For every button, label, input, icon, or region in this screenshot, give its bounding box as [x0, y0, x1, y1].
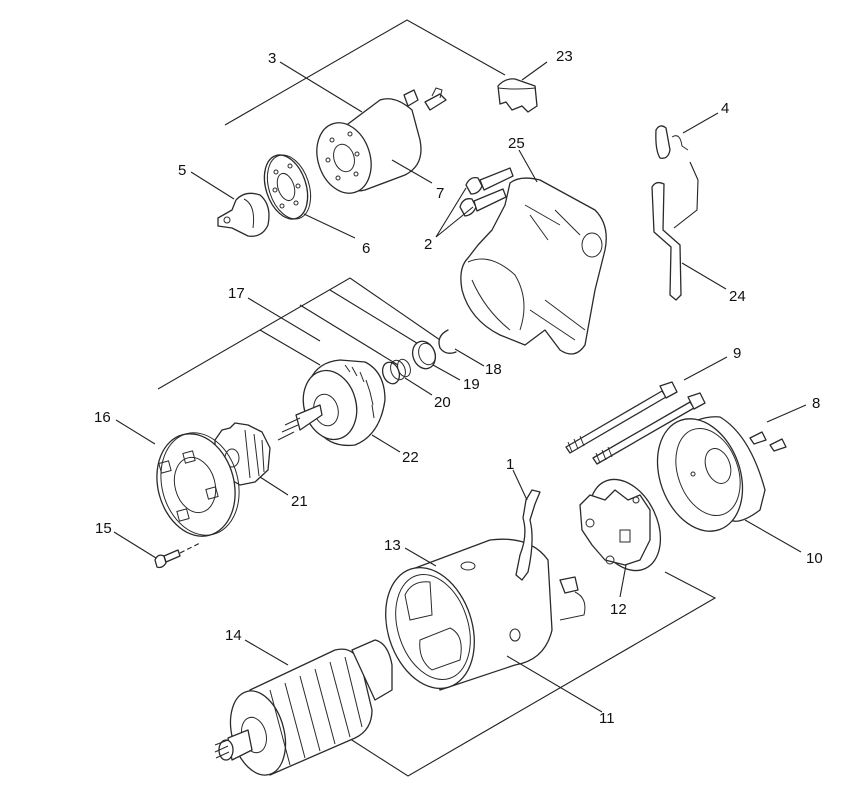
leader-5	[190, 171, 235, 200]
leader-4	[682, 112, 719, 134]
part-9-through-bolts	[565, 381, 706, 465]
part-25-drive-housing	[460, 177, 607, 355]
part-13-yoke	[385, 489, 586, 691]
leader-1	[512, 469, 528, 501]
leader-8	[766, 404, 807, 423]
callout-9: 9	[733, 345, 741, 362]
leader-20	[404, 377, 433, 396]
leader-23	[521, 61, 548, 81]
callout-15: 15	[95, 520, 112, 537]
leader-14	[244, 639, 289, 666]
callout-20: 20	[434, 394, 451, 411]
leader-11	[506, 655, 603, 713]
part-motor-group-bracket	[343, 571, 717, 777]
part-16-end-plate	[156, 432, 240, 537]
leader-25	[518, 149, 538, 183]
part-12-brush-holder	[579, 478, 662, 572]
leader-2	[435, 187, 474, 238]
callout-13: 13	[384, 537, 401, 554]
callout-22: 22	[402, 449, 419, 466]
callout-10: 10	[806, 550, 823, 567]
callout-5: 5	[178, 162, 186, 179]
part-2-bolts	[459, 167, 514, 217]
part-22-clutch	[277, 359, 386, 447]
leader-7	[391, 159, 433, 184]
callout-12: 12	[610, 601, 627, 618]
callout-2: 2	[424, 236, 432, 253]
part-20-stop-ring	[381, 358, 411, 385]
part-6-gasket	[263, 154, 312, 220]
leader-3	[279, 61, 363, 113]
callout-1: 1	[506, 456, 514, 473]
callout-23: 23	[556, 48, 573, 65]
leader-15	[113, 531, 157, 559]
part-4-spring	[655, 125, 689, 159]
leader-16	[115, 419, 156, 445]
part-5-plunger	[217, 192, 270, 237]
callout-21: 21	[291, 493, 308, 510]
callout-4: 4	[721, 100, 729, 117]
leader-6	[303, 213, 356, 239]
leader-9	[683, 356, 728, 381]
leader-21	[259, 476, 289, 496]
callout-3: 3	[268, 50, 276, 67]
leader-10	[744, 519, 802, 553]
callout-18: 18	[485, 361, 502, 378]
callout-7: 7	[436, 185, 444, 202]
part-10-end-frame	[656, 416, 766, 532]
part-15-screw	[154, 542, 201, 569]
leader-lines	[113, 61, 807, 713]
callout-11: 11	[599, 710, 615, 727]
part-solenoid-group-bracket	[224, 19, 506, 126]
part-19-collar	[411, 340, 437, 370]
part-24-shift-lever	[651, 161, 699, 301]
part-8-screws	[749, 431, 787, 452]
callout-6: 6	[362, 240, 370, 257]
callout-25: 25	[508, 135, 525, 152]
callout-labels: 3 23 5 6 7 2 25 4 24 17 18 19 20 22 21 1…	[94, 48, 823, 727]
part-18-snap-ring	[438, 329, 457, 354]
part-23-terminal-cover	[497, 78, 538, 113]
leader-22	[371, 434, 401, 453]
leader-13	[404, 547, 437, 567]
leader-18	[454, 348, 485, 367]
callout-16: 16	[94, 409, 111, 426]
callout-19: 19	[463, 376, 480, 393]
part-14-armature	[214, 639, 393, 776]
callout-14: 14	[225, 627, 242, 644]
callout-17: 17	[228, 285, 245, 302]
part-drive-group-bracket	[157, 277, 441, 390]
callout-8: 8	[812, 395, 820, 412]
callout-24: 24	[729, 288, 746, 305]
leader-12	[619, 564, 627, 598]
leader-24	[681, 262, 727, 290]
leader-19	[432, 364, 461, 381]
leader-17	[247, 297, 321, 342]
part-3-solenoid-switch	[316, 87, 447, 194]
